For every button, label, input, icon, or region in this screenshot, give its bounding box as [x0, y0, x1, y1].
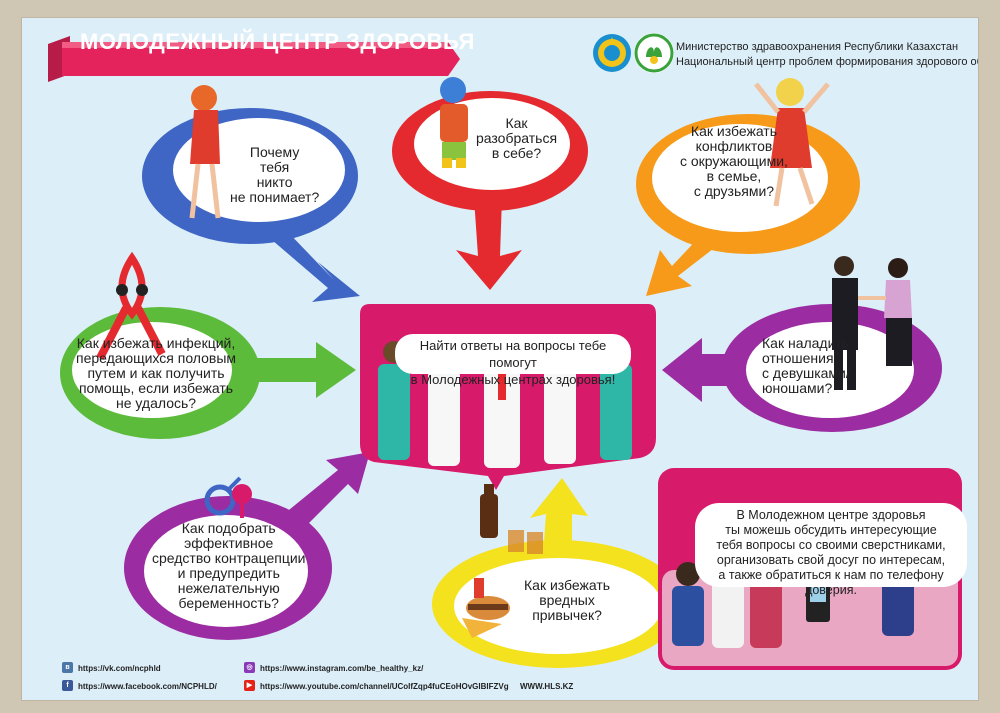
- gender-symbols-icon: [204, 476, 252, 518]
- info-callout: В Молодежном центре здоровья ты можешь о…: [695, 503, 967, 597]
- thinking-boy-figure: [440, 77, 468, 168]
- question-relationships: Как наладить отношения с девушками/ юнош…: [762, 335, 850, 396]
- youtube-icon[interactable]: ▶: [244, 680, 255, 691]
- yellow-bubble: [432, 478, 684, 668]
- ministry-caption: Министерство здравоохранения Республики …: [676, 40, 978, 70]
- facebook-link[interactable]: https://www.facebook.com/NCPHLD/: [78, 682, 217, 691]
- youtube-link[interactable]: https://www.youtube.com/channel/UCoIfZqp…: [260, 682, 509, 691]
- angry-woman-figure: [754, 78, 830, 207]
- vk-link[interactable]: https://vk.com/ncphld: [78, 664, 161, 673]
- kazakhstan-emblem-icon: [593, 34, 631, 72]
- bubbles-layer: [60, 77, 962, 670]
- blue-bubble: [142, 108, 360, 302]
- facebook-icon[interactable]: f: [62, 680, 73, 691]
- question-contraception: Как подобрать эффективное средство контр…: [152, 520, 306, 611]
- page-title: МОЛОДЕЖНЫЙ ЦЕНТР ЗДОРОВЬЯ: [80, 29, 475, 54]
- awareness-ribbon-icon: [96, 251, 166, 360]
- instagram-link[interactable]: https://www.instagram.com/be_healthy_kz/: [260, 664, 424, 673]
- instagram-icon[interactable]: ◎: [244, 662, 255, 673]
- center-callout-line-1: Найти ответы на вопросы тебе помогут: [419, 338, 607, 370]
- vk-icon[interactable]: в: [62, 662, 73, 673]
- sad-girl-figure: [189, 85, 221, 219]
- hls-center-logo-icon: [634, 33, 674, 73]
- ministry-line-1: Министерство здравоохранения Республики …: [676, 41, 959, 53]
- center-callout: Найти ответы на вопросы тебе помогут в М…: [395, 334, 631, 387]
- purple-left-bubble: [124, 452, 370, 640]
- question-self: Как разобраться в себе?: [476, 115, 558, 161]
- website-link[interactable]: WWW.HLS.KZ: [520, 682, 574, 691]
- question-conflicts: Как избежать конфликтов с окружающими, в…: [680, 123, 788, 199]
- ministry-line-2: Национальный центр проблем формирования …: [676, 56, 978, 68]
- question-infections: Как избежать инфекций, передающихся поло…: [76, 335, 237, 411]
- question-understanding: Почему тебя никто не понимает?: [230, 144, 320, 205]
- title-banner: [48, 36, 460, 82]
- center-callout-line-2: в Молодежных центрах здоровья!: [410, 372, 616, 387]
- alcohol-and-food-icon: [462, 484, 543, 638]
- question-habits: Как избежать вредных привычек?: [524, 577, 611, 623]
- handshake-couple-figure: [832, 256, 912, 390]
- poster: МОЛОДЕЖНЫЙ ЦЕНТР ЗДОРОВЬЯ Министерство з…: [22, 18, 978, 700]
